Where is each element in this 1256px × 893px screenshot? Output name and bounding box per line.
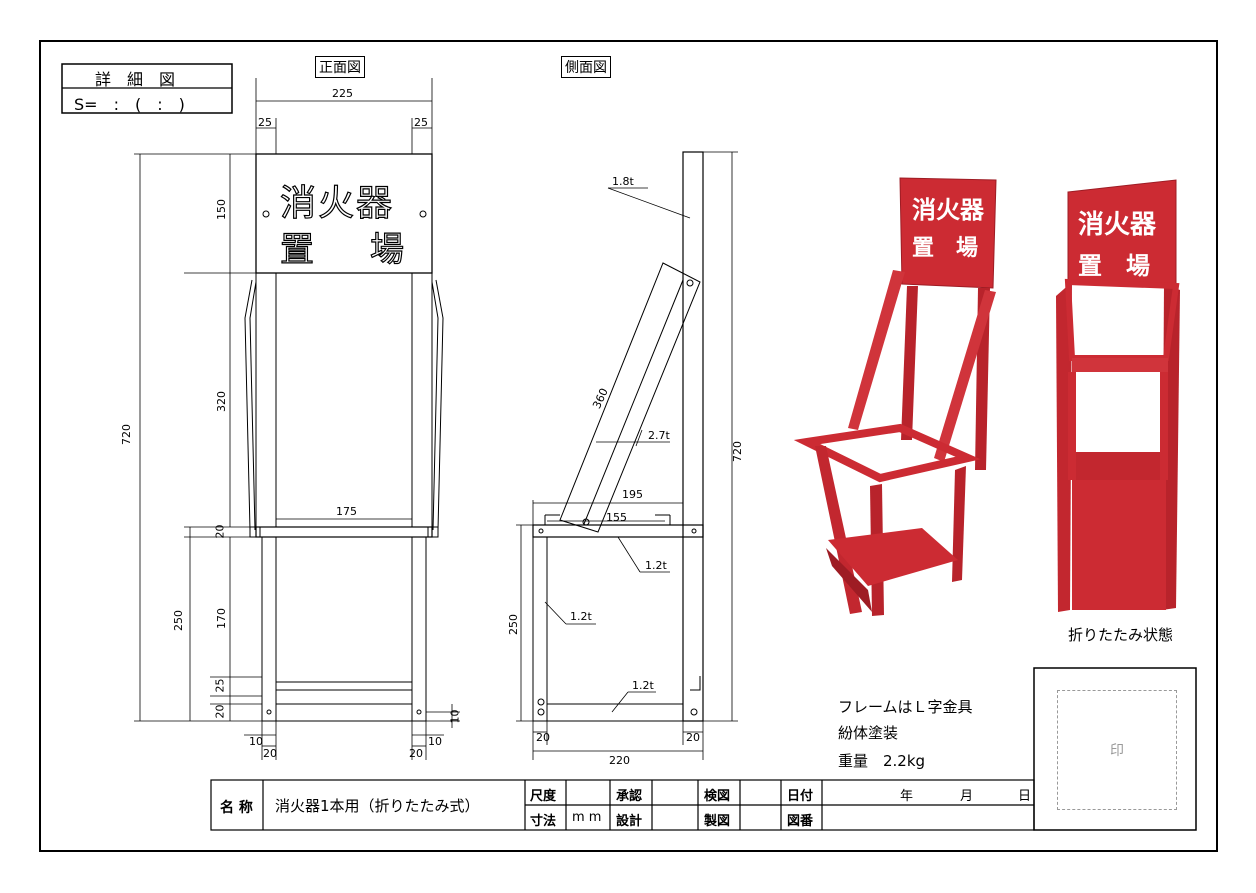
dim-right-25: 25: [414, 116, 428, 129]
dim-edge-10: 10: [448, 709, 462, 724]
dim-foot-20-left: 20: [263, 747, 277, 760]
photo1-sign-line1: 消火器: [912, 196, 984, 224]
photo2-sign-line2: 置 場: [1078, 252, 1150, 280]
side-view-title: 側面図: [561, 56, 611, 78]
dim-250-side: 250: [507, 614, 520, 635]
sheet-border: [39, 40, 1218, 852]
check-label: 検図: [704, 789, 731, 804]
date-day: 日: [1018, 789, 1032, 804]
dim-foot-right: 20: [686, 731, 700, 744]
design-label: 設計: [616, 814, 643, 829]
dim-320: 320: [215, 391, 228, 412]
note-coating: 紛体塗装: [838, 724, 899, 742]
sign-line1: 消火器: [279, 182, 395, 224]
dim-2-7t: 2.7t: [648, 429, 670, 442]
unit-value: m m: [572, 810, 602, 825]
dim-foot-20-right: 20: [409, 747, 423, 760]
detail-title: 詳 細 図: [95, 70, 176, 89]
unit-label: 寸法: [530, 814, 557, 829]
dim-170: 170: [215, 608, 228, 629]
dim-20-lower: 20: [213, 704, 227, 719]
front-view-title: 正面図: [315, 56, 365, 78]
dim-25-lower: 25: [213, 678, 227, 693]
dim-195: 195: [622, 488, 643, 501]
folded-caption: 折りたたみ状態: [1068, 626, 1174, 644]
date-label: 日付: [787, 789, 814, 804]
photo1-sign-line2: 置 場: [912, 236, 979, 261]
drawing-no-label: 図番: [787, 814, 814, 829]
dim-tray-1-2t: 1.2t: [645, 559, 667, 572]
dim-foot-10-left: 10: [249, 735, 263, 748]
dim-post-1-2t: 1.2t: [570, 610, 592, 623]
scale-label: 尺度: [530, 789, 557, 804]
front-dimensions: [134, 78, 460, 760]
note-frame: フレームはＬ字金具: [838, 698, 973, 716]
dim-20-tray: 20: [213, 524, 227, 539]
stamp-label: 印: [1110, 743, 1124, 759]
date-year: 年: [900, 789, 914, 804]
dim-175: 175: [336, 505, 357, 518]
name-value: 消火器1本用（折りたたみ式）: [275, 797, 480, 815]
dim-250-front: 250: [172, 610, 185, 631]
dim-225: 225: [332, 87, 353, 100]
date-month: 月: [960, 789, 974, 804]
approve-label: 承認: [616, 789, 643, 804]
stamp-frame: [1033, 667, 1197, 831]
stamp-area: 印: [1057, 690, 1177, 810]
dim-bottom-1-2t: 1.2t: [632, 679, 654, 692]
dim-720-side: 720: [731, 441, 744, 462]
draft-label: 製図: [704, 814, 731, 829]
dim-foot-10-right: 10: [428, 735, 442, 748]
side-view: [532, 151, 704, 722]
dim-155: 155: [606, 511, 627, 524]
photo-folded-stand: [1056, 179, 1180, 612]
dim-720-front: 720: [120, 424, 133, 445]
photo2-sign-line1: 消火器: [1078, 210, 1157, 240]
photo-unfolded-stand: [793, 177, 997, 616]
sign-line2-right: 場: [369, 229, 404, 270]
scale-text: S= : ( : ): [74, 95, 185, 114]
dim-left-25: 25: [258, 116, 272, 129]
title-block-grid: [210, 779, 1035, 831]
dim-220: 220: [609, 754, 630, 767]
front-view: [244, 153, 444, 722]
dim-150: 150: [215, 199, 228, 220]
sign-line2-left: 置: [279, 229, 314, 270]
note-weight: 重量 2.2kg: [838, 752, 926, 770]
side-dimensions: [516, 151, 738, 760]
dim-foot-left: 20: [536, 731, 550, 744]
dim-1-8t: 1.8t: [612, 175, 634, 188]
name-label: 名 称: [220, 800, 253, 816]
